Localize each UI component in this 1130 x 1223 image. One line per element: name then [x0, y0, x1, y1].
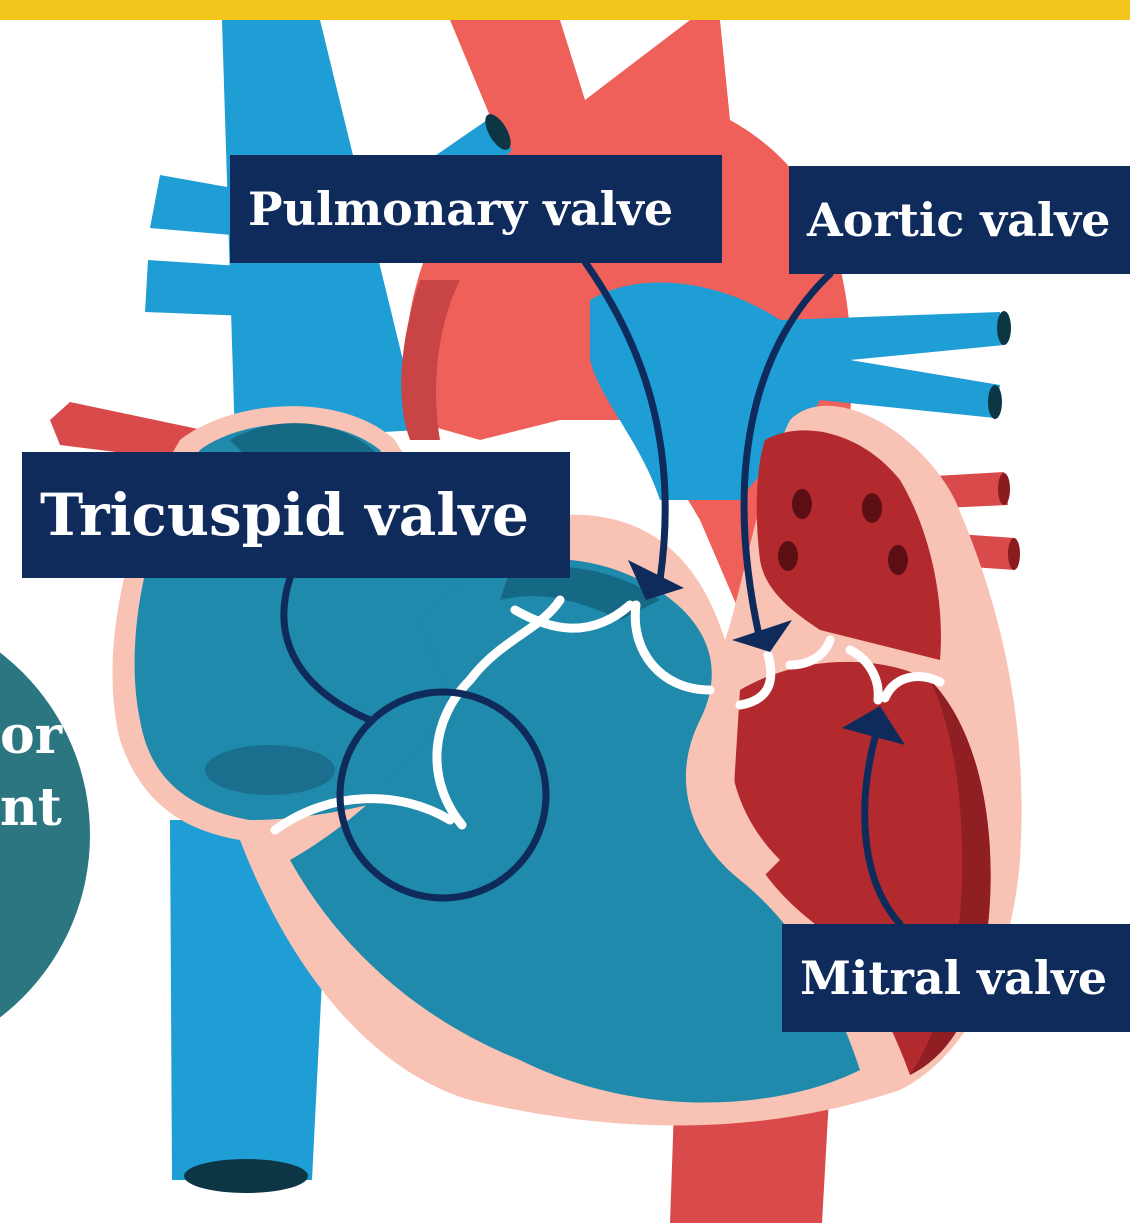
aortic-valve-label-text: Aortic valve	[807, 193, 1110, 247]
side-circle-line-2: nt	[0, 777, 62, 838]
tricuspid-valve-label: Tricuspid valve	[22, 452, 570, 578]
mitral-valve-label-text: Mitral valve	[800, 951, 1107, 1005]
tricuspid-valve-label-text: Tricuspid valve	[40, 481, 529, 549]
inferior-vena-cava-opening	[184, 1159, 308, 1193]
pulmonary-valve-label-text: Pulmonary valve	[248, 182, 673, 236]
right-atrium-shadow	[205, 745, 335, 795]
side-circle-line-1: or	[0, 705, 62, 766]
pulmonary-valve-label: Pulmonary valve	[230, 155, 722, 263]
aortic-valve-label: Aortic valve	[789, 166, 1130, 274]
pulmonary-vein-hole-2	[862, 493, 882, 523]
side-circle-text: or nt	[0, 700, 62, 844]
pulmonary-vein-hole-1	[792, 489, 812, 519]
pulmonary-vein-hole-4	[888, 545, 908, 575]
pulmonary-vein-hole-3	[778, 541, 798, 571]
vein-branch-lower	[145, 260, 300, 318]
mitral-valve-label: Mitral valve	[782, 924, 1130, 1032]
pulmonary-vein-right-end-2	[1008, 538, 1020, 570]
pulmonary-vein-right-end-1	[998, 473, 1010, 505]
top-bar	[0, 0, 1130, 20]
pulmonary-vein-end-1	[997, 311, 1011, 345]
pulmonary-vein-end-2	[988, 385, 1002, 419]
